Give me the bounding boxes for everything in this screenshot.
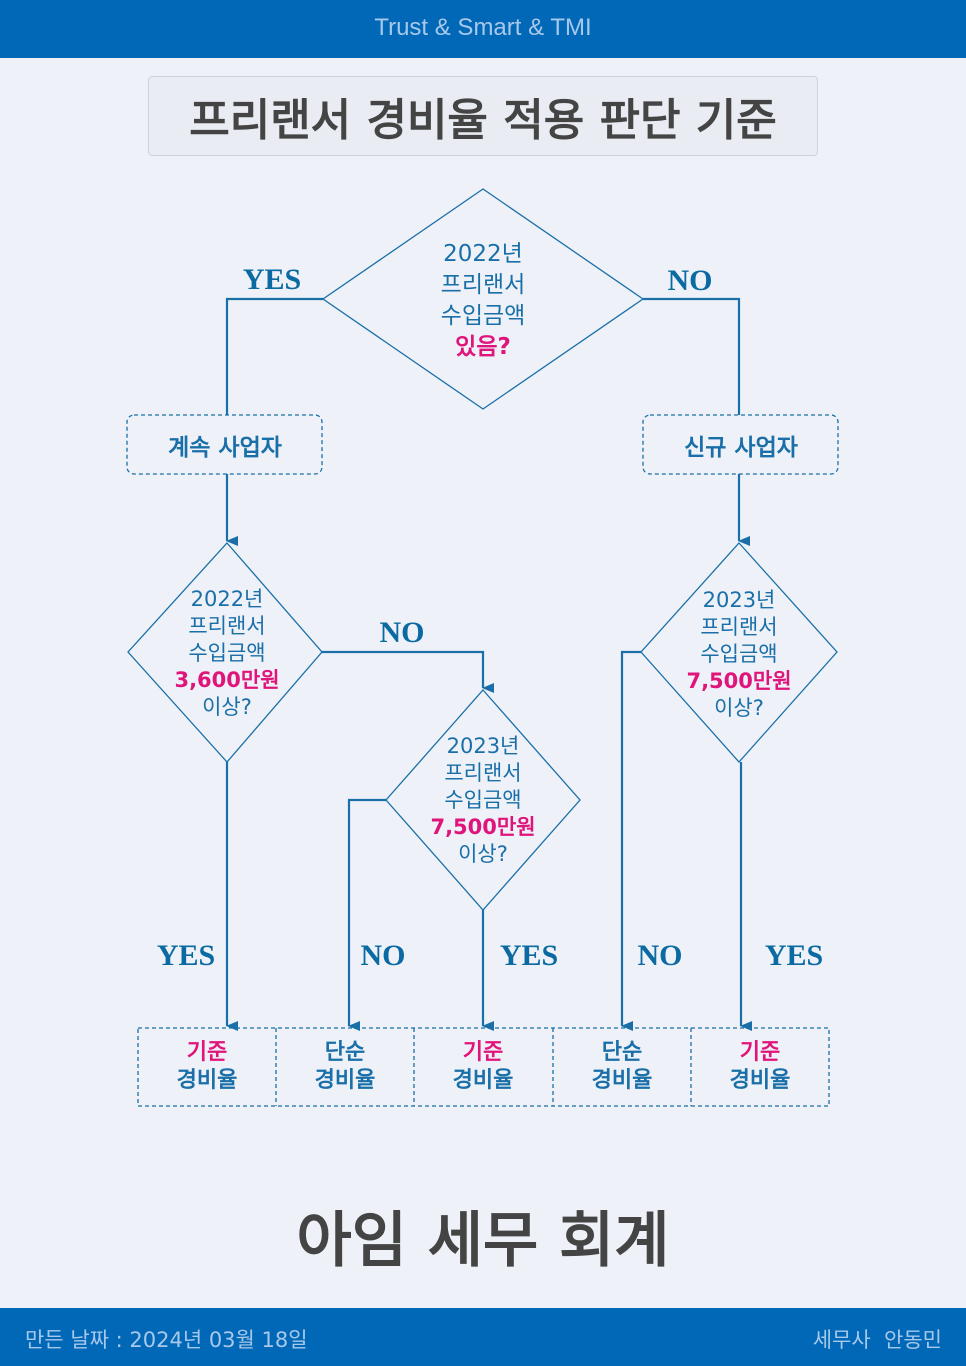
connector-no4 bbox=[620, 650, 641, 1031]
page-title: 프리랜서 경비율 적용 판단 기준 bbox=[189, 95, 777, 146]
box-existing-border bbox=[126, 414, 323, 475]
text-line: 2022년 bbox=[443, 241, 523, 267]
connector-no3 bbox=[347, 798, 386, 1031]
text-line: 프리랜서 bbox=[188, 614, 266, 638]
text-line: 2022년 bbox=[190, 587, 264, 611]
no-label: NO bbox=[637, 939, 683, 972]
decision1-diamond bbox=[321, 188, 645, 410]
yes-label: YES bbox=[764, 939, 824, 972]
text-line: 프리랜서 bbox=[444, 761, 522, 785]
result-label: 경비율 bbox=[729, 1068, 791, 1093]
box-new-border bbox=[642, 414, 839, 475]
text-line: 이상? bbox=[202, 695, 252, 719]
text-line: 프리랜서 bbox=[700, 615, 778, 639]
decision1-text: 2022년 프리랜서 수입금액 있음? bbox=[441, 239, 526, 363]
brand-name: 아임 세무 회계 bbox=[296, 1206, 670, 1276]
result-label: 경비율 bbox=[176, 1068, 238, 1093]
result-label: 경비율 bbox=[591, 1068, 653, 1093]
author: 세무사 안동민 bbox=[812, 1328, 942, 1352]
no-label: NO bbox=[667, 264, 713, 297]
text-line: 수입금액 bbox=[444, 788, 522, 812]
result-type: 기준 bbox=[186, 1040, 228, 1065]
header-bar: Trust & Smart & TMI bbox=[0, 0, 966, 58]
footer-bar: 만든 날짜 : 2024년 03월 18일 세무사 안동민 bbox=[0, 1308, 966, 1366]
connector-yes1 bbox=[225, 297, 323, 415]
created-date: 만든 날짜 : 2024년 03월 18일 bbox=[25, 1328, 308, 1352]
result-type: 기준 bbox=[739, 1040, 781, 1065]
text-line: 프리랜서 bbox=[440, 272, 526, 298]
highlight-text: 7,500만원 bbox=[430, 815, 536, 839]
decision4-diamond bbox=[640, 542, 838, 763]
connector-no2 bbox=[322, 650, 494, 693]
highlight-text: 있음? bbox=[455, 334, 511, 360]
decision3-text: 2023년 프리랜서 수입금액 7,500만원 이상? bbox=[430, 733, 535, 868]
text-line: 이상? bbox=[458, 842, 508, 866]
result-label: 경비율 bbox=[314, 1068, 376, 1093]
title-box: 프리랜서 경비율 적용 판단 기준 bbox=[148, 76, 818, 156]
no-label: NO bbox=[379, 616, 425, 649]
decision4-text: 2023년 프리랜서 수입금액 7,500만원 이상? bbox=[686, 587, 791, 722]
highlight-text: 3,600만원 bbox=[174, 668, 280, 692]
no-label: NO bbox=[360, 939, 406, 972]
yes-label: YES bbox=[156, 939, 216, 972]
text-line: 이상? bbox=[714, 696, 764, 720]
text-line: 2023년 bbox=[446, 734, 520, 758]
result-type: 기준 bbox=[462, 1040, 504, 1065]
result-type: 단순 bbox=[324, 1040, 366, 1065]
text-line: 수입금액 bbox=[440, 303, 526, 329]
connector-no1 bbox=[643, 297, 741, 415]
yes-label: YES bbox=[499, 939, 559, 972]
header-tagline: Trust & Smart & TMI bbox=[374, 14, 592, 41]
decision2-text: 2022년 프리랜서 수입금액 3,600만원 이상? bbox=[174, 586, 279, 721]
result-label: 경비율 bbox=[452, 1068, 514, 1093]
text-line: 2023년 bbox=[702, 588, 776, 612]
box-new-business: 신규 사업자 bbox=[684, 435, 798, 461]
result-type: 단순 bbox=[601, 1040, 643, 1065]
highlight-text: 7,500만원 bbox=[686, 669, 792, 693]
yes-label: YES bbox=[242, 263, 302, 296]
text-line: 수입금액 bbox=[700, 642, 778, 666]
text-line: 수입금액 bbox=[188, 641, 266, 665]
box-existing-business: 계속 사업자 bbox=[168, 435, 282, 461]
